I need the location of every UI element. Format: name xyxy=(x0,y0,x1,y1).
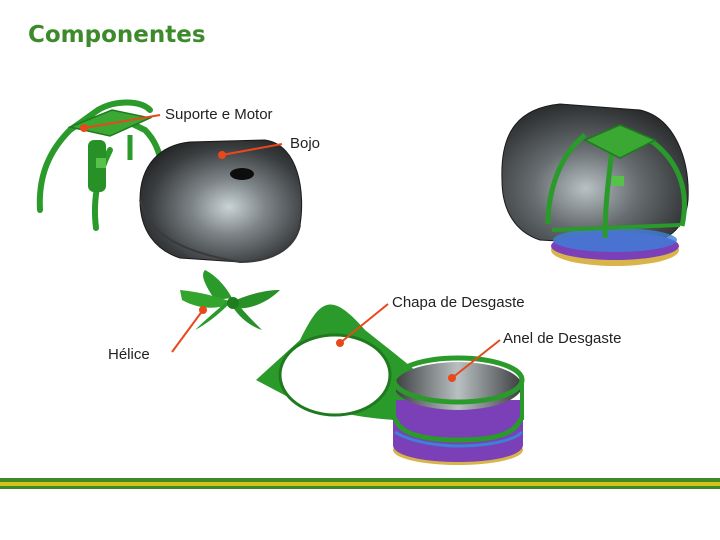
label-chapa-desgaste: Chapa de Desgaste xyxy=(392,294,525,311)
footer-green-band xyxy=(0,478,720,482)
pointer-suporte-motor xyxy=(80,114,161,132)
assembled-pump-unit xyxy=(501,103,689,266)
pointer-anel-desgaste xyxy=(448,339,501,382)
pointer-bojo xyxy=(218,143,283,159)
footer-green-band-lower xyxy=(0,486,720,489)
wear-ring-anel xyxy=(391,355,525,465)
label-suporte-motor: Suporte e Motor xyxy=(165,106,273,123)
pointer-helice xyxy=(171,306,207,353)
propeller-helice xyxy=(180,270,280,330)
label-helice: Hélice xyxy=(108,346,150,363)
footer-yellow-band xyxy=(0,482,720,486)
wear-plate-chapa xyxy=(256,304,420,420)
label-bojo: Bojo xyxy=(290,135,321,152)
housing-bojo xyxy=(139,139,303,264)
pointer-chapa-desgaste xyxy=(336,303,389,347)
label-anel-desgaste: Anel de Desgaste xyxy=(503,330,622,347)
page-title: Componentes xyxy=(28,22,206,48)
